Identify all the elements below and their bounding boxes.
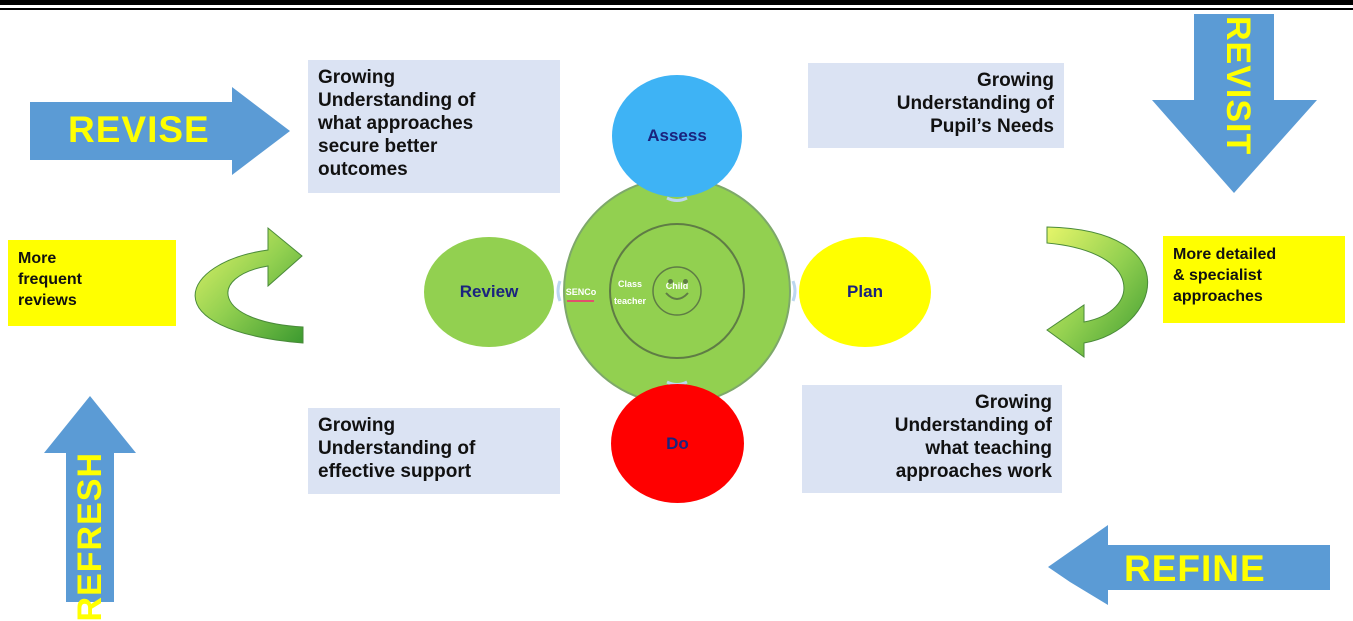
child-label: Child bbox=[665, 281, 689, 291]
box-approaches-outcomes: Growing Understanding of what approaches… bbox=[308, 60, 560, 193]
class-teacher-label: Class teacher bbox=[613, 279, 647, 306]
box-more-frequent-reviews: More frequent reviews bbox=[8, 240, 176, 326]
plan-node: Plan bbox=[799, 237, 931, 347]
box-effective-support: Growing Understanding of effective suppo… bbox=[308, 408, 560, 494]
connector-left bbox=[556, 280, 562, 302]
center-middle-circle bbox=[609, 223, 745, 359]
center-inner-circle bbox=[652, 266, 702, 316]
review-node: Review bbox=[424, 237, 554, 347]
do-node: Do bbox=[611, 384, 744, 503]
box-specialist-approaches: More detailed & specialist approaches bbox=[1163, 236, 1345, 323]
refresh-label: REFRESH bbox=[71, 452, 109, 621]
revise-label: REVISE bbox=[68, 109, 210, 150]
assess-node: Assess bbox=[612, 75, 742, 197]
refresh-arrow bbox=[44, 396, 136, 602]
refine-arrow bbox=[1048, 525, 1330, 605]
revisit-label: REVISIT bbox=[1219, 16, 1257, 156]
top-border-thin bbox=[0, 8, 1353, 10]
right-curved-arrow bbox=[1046, 226, 1149, 358]
senco-label: SENCo bbox=[565, 287, 597, 297]
connector-right bbox=[791, 280, 797, 302]
refine-label: REFINE bbox=[1124, 548, 1266, 589]
revise-arrow bbox=[30, 87, 290, 175]
box-teaching-approaches: Growing Understanding of what teaching a… bbox=[802, 385, 1062, 493]
smiley-eyes bbox=[668, 279, 688, 285]
box-pupils-needs: Growing Understanding of Pupil’s Needs bbox=[808, 63, 1064, 148]
left-curved-arrow bbox=[194, 226, 304, 344]
smiley-mouth bbox=[665, 292, 689, 300]
center-outer-circle bbox=[563, 177, 791, 405]
revisit-arrow bbox=[1152, 14, 1317, 193]
connector-top bbox=[666, 196, 688, 202]
top-border-thick bbox=[0, 0, 1353, 5]
